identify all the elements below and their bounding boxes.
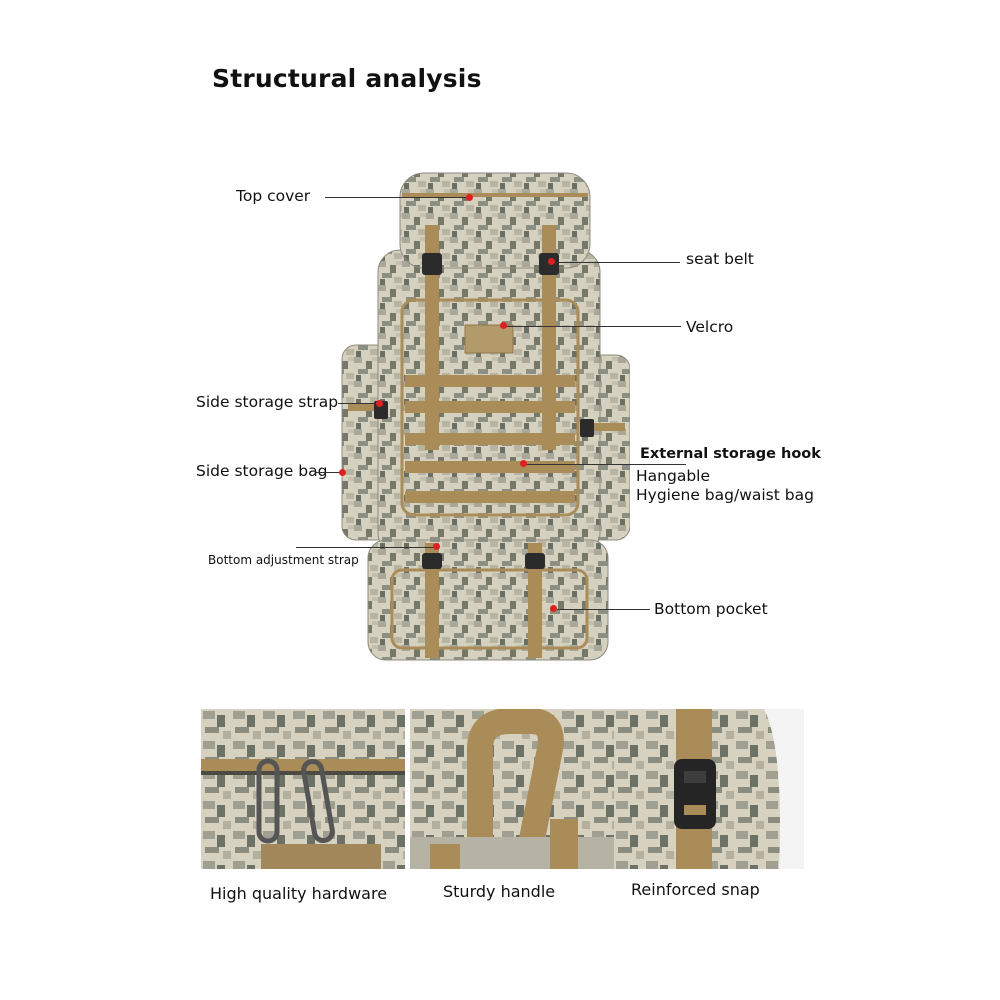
leader-line (325, 197, 467, 198)
leader-line (526, 464, 686, 465)
marker-dot (376, 400, 383, 407)
leader-line (556, 609, 650, 610)
label-side-storage-strap: Side storage strap (196, 393, 339, 411)
label-hygiene-bag: Hygiene bag/waist bag (636, 486, 814, 504)
page-title: Structural analysis (212, 64, 482, 93)
label-bottom-pocket: Bottom pocket (654, 600, 768, 618)
caption-hardware: High quality hardware (210, 884, 388, 903)
marker-dot (433, 543, 440, 550)
leader-line (338, 403, 380, 404)
leader-line (503, 326, 681, 327)
backpack-image (341, 172, 630, 661)
label-external-storage-hook: External storage hook (640, 446, 821, 462)
label-side-storage-bag: Side storage bag (196, 462, 328, 480)
marker-dot (339, 469, 346, 476)
label-top-cover: Top cover (236, 187, 311, 205)
thumbnail-handle (410, 709, 614, 869)
label-hangable: Hangable (636, 467, 710, 485)
thumbnail-hardware (201, 709, 405, 869)
label-velcro: Velcro (686, 318, 734, 336)
marker-dot (500, 322, 507, 329)
label-bottom-adjustment-strap: Bottom adjustment strap (208, 553, 359, 567)
leader-line (316, 472, 340, 473)
marker-dot (548, 258, 555, 265)
marker-dot (466, 194, 473, 201)
caption-handle: Sturdy handle (443, 882, 556, 901)
marker-dot (520, 460, 527, 467)
marker-dot (550, 605, 557, 612)
label-seat-belt: seat belt (686, 250, 754, 268)
thumbnail-snap (614, 709, 804, 869)
leader-line (554, 262, 680, 263)
leader-line (296, 547, 434, 548)
caption-snap: Reinforced snap (631, 880, 760, 899)
